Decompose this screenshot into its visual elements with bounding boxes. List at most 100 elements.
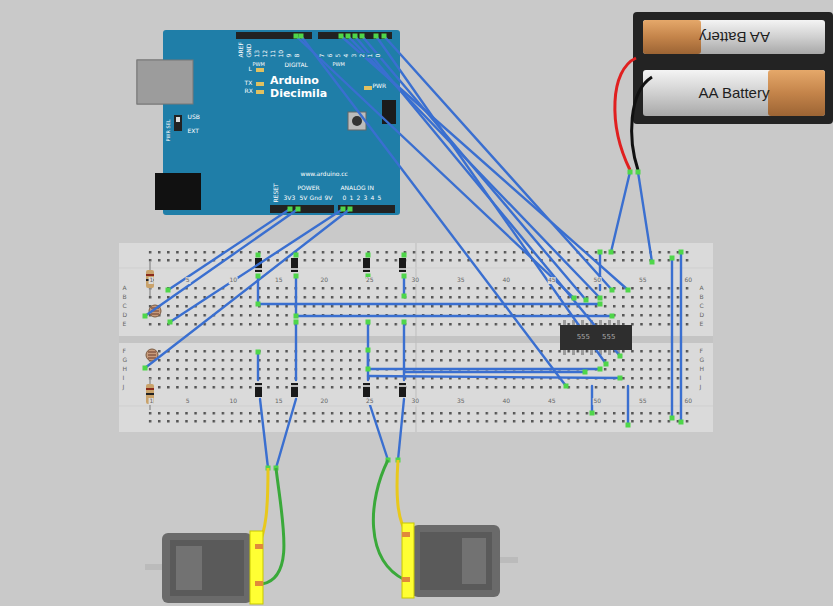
pin-label: PWR: [372, 83, 387, 90]
jumper-wire: [368, 376, 620, 378]
pin-label: 9V: [324, 195, 333, 202]
chip-pins: [563, 350, 566, 355]
pin-label: 4: [370, 195, 375, 202]
pin-label: PWM: [332, 62, 345, 68]
node-text: Arduino Diecimila: [270, 74, 327, 100]
wire-end: [618, 376, 623, 381]
breadboard-label: 5: [185, 398, 190, 405]
wire-end: [294, 314, 299, 319]
breadboard-label: 20: [320, 398, 329, 405]
pin-label: ANALOG IN: [340, 185, 374, 192]
jumper-wire: [611, 172, 630, 252]
wire-end: [294, 34, 299, 39]
arduino-board-drawing: [352, 116, 362, 126]
dc-motor: [262, 468, 284, 584]
wire-end: [402, 294, 407, 299]
pin-label: 0: [342, 195, 347, 202]
dc-motor: [373, 460, 405, 580]
breadboard-label: 40: [502, 277, 511, 284]
wire-end: [402, 320, 407, 325]
jumper-wire: [638, 172, 652, 262]
pin-label: 4: [343, 53, 350, 58]
diode: [399, 258, 406, 272]
jumper-wire: [145, 209, 298, 316]
jumper-wire: [627, 386, 629, 425]
breadboard-label: E: [122, 321, 127, 328]
breadboard-label: F: [122, 348, 126, 355]
resistor-and-photocell: [146, 274, 154, 276]
breadboard-label: 40: [502, 398, 511, 405]
breadboard-label: 5: [185, 277, 190, 284]
breadboard-label: A: [699, 285, 704, 292]
pin-label: DIGITAL: [284, 62, 308, 69]
pin-label: 3: [351, 53, 358, 58]
breadboard-label: 45: [547, 398, 556, 405]
pin-label: 7: [319, 53, 326, 58]
diode: [363, 268, 370, 270]
breadboard: [148, 411, 694, 427]
battery-holder: [643, 20, 701, 54]
wire-end: [572, 296, 577, 301]
wire-end: [670, 416, 675, 421]
jumper-wire: [295, 276, 297, 316]
resistor-and-photocell: [146, 388, 154, 390]
dc-motor: [255, 544, 263, 549]
pin-label: 1: [349, 195, 354, 202]
jumper-wire: [295, 322, 297, 380]
pin-label: GND: [246, 43, 253, 58]
pin-label: PWM: [252, 62, 265, 68]
diode: [255, 385, 262, 387]
wire-end: [636, 170, 641, 175]
pin-label: www.arduino.cc: [300, 171, 348, 178]
jumper-wire: [301, 36, 566, 386]
breadboard-label: 1: [149, 277, 154, 284]
dc-motor: [402, 577, 410, 582]
pin-label: 9: [286, 53, 293, 58]
pin-label: 0: [375, 53, 382, 58]
jumper-wire: [145, 209, 350, 368]
breadboard-label: 15: [274, 277, 283, 284]
wire-end: [256, 302, 261, 307]
arduino-board-drawing: [137, 60, 193, 104]
jumper-wire: [398, 399, 404, 460]
wire-end: [598, 296, 603, 301]
wire-end: [143, 34, 684, 471]
wire-end: [610, 314, 615, 319]
pin-label: 1: [367, 53, 374, 58]
diode: [363, 258, 370, 272]
wire-end: [679, 250, 684, 255]
arduino-board-drawing: [256, 82, 264, 86]
dc-motor: [145, 564, 163, 570]
breadboard-label: 45: [547, 277, 556, 284]
jumper-wire: [368, 399, 388, 460]
breadboard-label: D: [122, 312, 128, 319]
arduino-board-drawing: [348, 112, 366, 130]
chip-pins: [572, 350, 575, 355]
wire-end: [584, 298, 589, 303]
arduino-board-drawing: [176, 117, 180, 122]
battery-holder: [615, 12, 833, 170]
wire-end: [598, 302, 603, 307]
resistor-and-photocell: [146, 384, 154, 404]
diode: [291, 258, 298, 272]
battery-holder: [643, 70, 825, 116]
dc-motor: [162, 533, 252, 603]
wire-end: [143, 366, 148, 371]
dc-motor: [176, 546, 202, 590]
arduino-board-drawing: [256, 90, 264, 94]
breadboard-label: 35: [456, 277, 465, 284]
wire-end: [590, 411, 595, 416]
pin-label: 8: [294, 53, 301, 58]
arduino-board-drawing: [270, 205, 334, 213]
pin-label: AREF: [238, 41, 245, 58]
battery-holder: [768, 70, 825, 116]
chip-pins: [590, 350, 593, 355]
pin-label: 2: [356, 195, 361, 202]
breadboard-label: B: [699, 294, 704, 301]
ic-chip: 555555: [560, 325, 632, 350]
breadboard-label: H: [699, 366, 705, 373]
pin-label: 2: [359, 53, 366, 58]
breadboard-label: 55: [638, 398, 647, 405]
breadboard-label: I: [699, 375, 702, 382]
breadboard-label: 50: [593, 398, 602, 405]
